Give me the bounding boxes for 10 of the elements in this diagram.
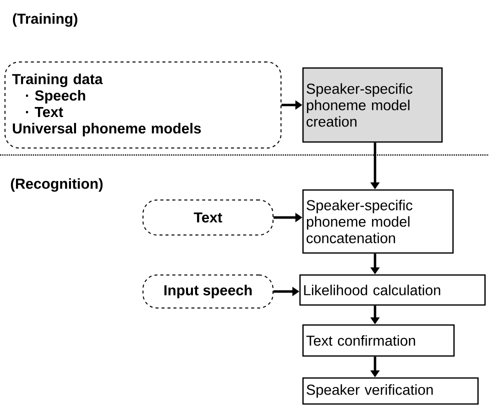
dashed-input-box: Training data · Speech · Text Universal phoneme models (4, 62, 282, 148)
section-label: (Training) (12, 13, 78, 27)
process-box: Speaker verification (302, 377, 479, 405)
dashed-input-box: Input speech (142, 274, 274, 308)
section-label: (Recognition) (10, 178, 103, 192)
shaded-process-box: Speaker-specific phoneme model creation (302, 67, 443, 143)
dashed-input-box: Text (142, 200, 274, 236)
process-box: Text confirmation (302, 324, 455, 357)
process-box: Likelihood calculation (299, 274, 486, 306)
process-box: Speaker-specific phoneme model concatenation (302, 189, 454, 254)
